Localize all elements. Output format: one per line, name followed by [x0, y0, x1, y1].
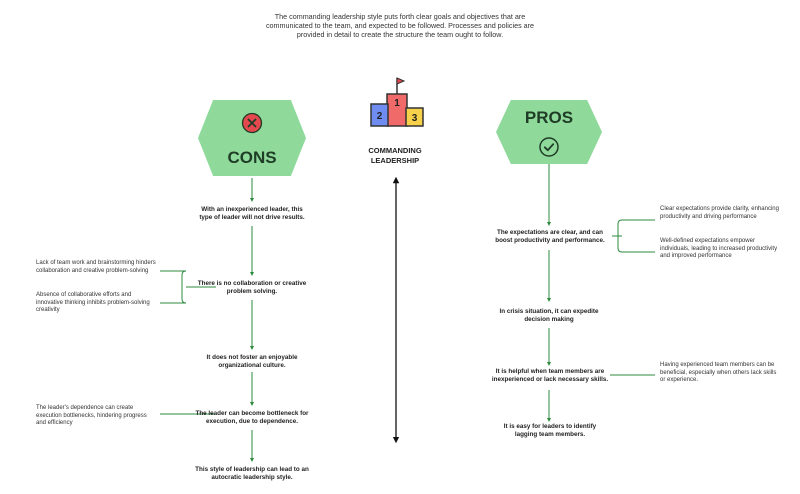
cons-node-2: There is no collaboration or creative pr…: [197, 280, 307, 296]
cons-node-4: The leader can become bottleneck for exe…: [195, 410, 309, 426]
pros-note-2: Well-defined expectations empower indivi…: [660, 238, 778, 260]
podium-second: 2: [377, 111, 383, 122]
pros-node-1: The expectations are clear, and can boos…: [495, 229, 605, 245]
cons-bracket-1: [160, 270, 216, 304]
cons-node-1: With an inexperienced leader, this type …: [199, 206, 305, 222]
center-title-line2: LEADERSHIP: [370, 156, 420, 165]
pros-title: PROS: [524, 108, 574, 127]
pros-hexagon: PROS: [496, 100, 602, 164]
cons-title: CONS: [227, 148, 277, 167]
cons-note-3: The leader's dependence can create execu…: [36, 405, 147, 427]
pros-node-4: It is easy for leaders to identify laggi…: [503, 423, 597, 439]
podium-third: 3: [412, 113, 418, 124]
center-title-line1: COMMANDING: [368, 146, 422, 155]
pros-node-3: It is helpful when team members are inex…: [491, 368, 609, 384]
check-circle-icon: [539, 137, 559, 157]
cons-hexagon: CONS: [198, 100, 306, 176]
pros-note-3: Having experienced team members can be b…: [660, 362, 777, 384]
cons-node-3: It does not foster an enjoyable organiza…: [206, 354, 298, 370]
pros-node-2: In crisis situation, it can expedite dec…: [499, 308, 599, 324]
podium-first: 1: [394, 98, 400, 109]
cons-node-5: This style of leadership can lead to an …: [195, 466, 309, 482]
center-title: COMMANDING LEADERSHIP: [345, 146, 445, 166]
cons-note-1: Lack of team work and brainstorming hind…: [36, 260, 156, 274]
cons-note-2: Absence of collaborative efforts and inn…: [36, 292, 150, 314]
x-circle-icon: [241, 112, 263, 134]
pros-note-1: Clear expectations provide clarity, enha…: [660, 206, 779, 220]
podium-icon: 1 2 3: [370, 77, 424, 127]
intro-text: The commanding leadership style puts for…: [265, 12, 535, 39]
pros-bracket-1: [612, 219, 655, 253]
